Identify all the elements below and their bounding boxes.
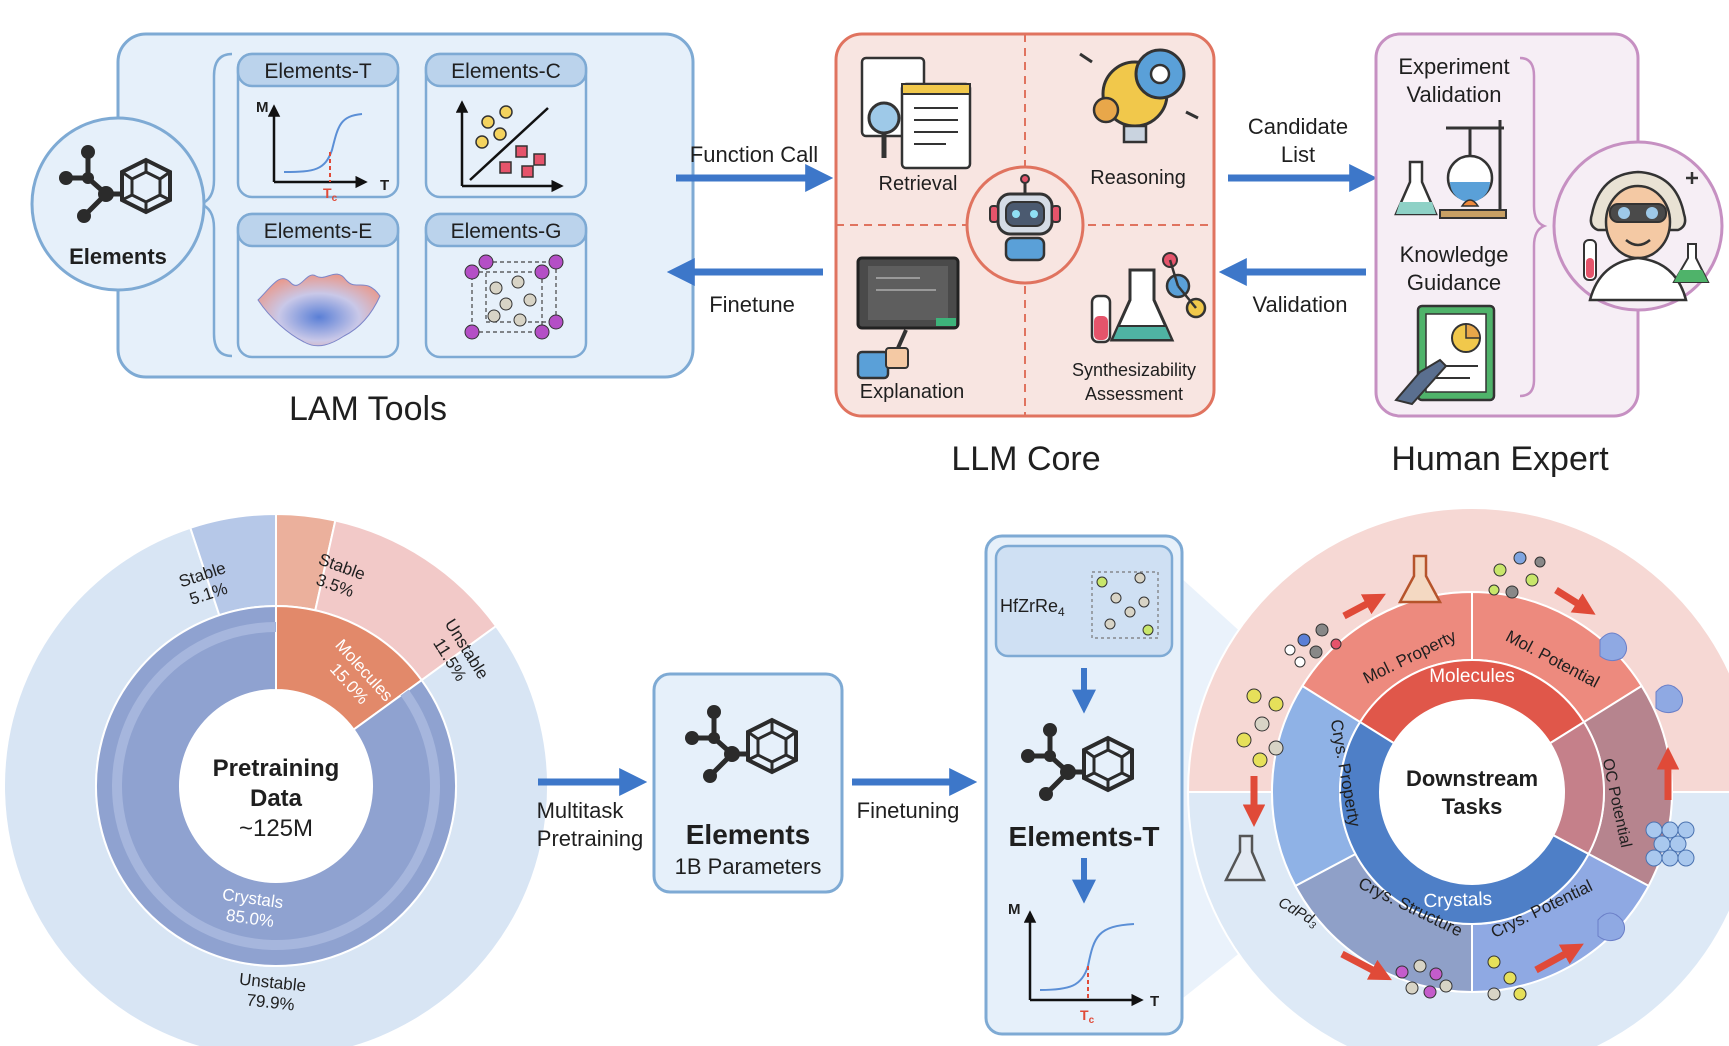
candidate-list-label-line1: Candidate bbox=[1248, 114, 1348, 139]
donut-center-hole bbox=[180, 690, 372, 882]
red-arrow bbox=[1554, 587, 1596, 615]
explanation-icon bbox=[856, 256, 960, 380]
donut-label-crystals: Crystals 85.0% bbox=[221, 885, 284, 931]
elements-hub: Elements bbox=[30, 116, 206, 292]
pretraining-donut bbox=[3, 512, 549, 1046]
reasoning-label: Reasoning bbox=[1090, 167, 1186, 189]
finetuned-model-name: Elements-T bbox=[1009, 821, 1160, 852]
downstream-center bbox=[1380, 700, 1564, 884]
lab-equipment-icon bbox=[1394, 120, 1507, 219]
tool-card-elements-c: Elements-C bbox=[424, 52, 588, 199]
downstream-wheel bbox=[1186, 507, 1729, 1046]
validation-label: Validation bbox=[1253, 292, 1348, 317]
plot-tc-label: Tc bbox=[323, 185, 338, 204]
synthesizability-icon bbox=[1090, 252, 1207, 344]
function-call-label: Function Call bbox=[690, 142, 818, 167]
lam-tools-caption: LAM Tools bbox=[289, 390, 447, 428]
crystal-magenta-icon bbox=[1395, 959, 1453, 999]
downstream-center-line2: Tasks bbox=[1442, 794, 1503, 819]
explanation-label: Explanation bbox=[860, 381, 965, 403]
ft-plot-y-label: M bbox=[1008, 901, 1021, 918]
tool-card-elements-t: Elements-T M T Tc bbox=[236, 52, 400, 204]
reasoning-icon bbox=[1079, 48, 1199, 144]
tool-name: Elements-C bbox=[451, 60, 561, 83]
crystal-atoms bbox=[464, 254, 564, 340]
llm-core-caption: LLM Core bbox=[951, 440, 1100, 478]
donut-center-line1: Pretraining bbox=[213, 755, 340, 782]
crystal-yellow-cell-icon bbox=[1487, 955, 1527, 1001]
molecule-green-icon bbox=[1488, 551, 1546, 599]
model-params: 1B Parameters bbox=[675, 854, 822, 879]
potential-surface-icon bbox=[1597, 912, 1626, 942]
experiment-validation-label-line2: Validation bbox=[1407, 82, 1502, 107]
pretraining-label-line1: Multitask bbox=[537, 798, 625, 823]
wheel-icons bbox=[1223, 551, 1695, 1001]
knowledge-guidance-label-line2: Guidance bbox=[1407, 270, 1501, 295]
elements-model-box: Elements 1B Parameters bbox=[652, 672, 844, 894]
robot-icon bbox=[965, 165, 1085, 285]
downstream-center-line1: Downstream bbox=[1406, 766, 1538, 791]
model-name: Elements bbox=[686, 819, 811, 850]
human-expert-caption: Human Expert bbox=[1391, 440, 1609, 478]
elements-t-box: HfZrRe4 Elements-T M T Tc bbox=[984, 534, 1184, 1036]
pretraining-label-line2: Pretraining bbox=[537, 826, 643, 851]
ft-plot-tc-label: Tc bbox=[1080, 1007, 1095, 1026]
tool-card-elements-g: Elements-G bbox=[424, 212, 588, 359]
experiment-validation-label-line1: Experiment bbox=[1398, 54, 1509, 79]
elements-hub-label: Elements bbox=[69, 244, 167, 269]
tool-name: Elements-G bbox=[451, 220, 562, 243]
finetuning-label: Finetuning bbox=[857, 798, 960, 823]
flask-icon bbox=[1397, 554, 1443, 604]
potential-surface-icon bbox=[1655, 684, 1684, 714]
donut-center-line3: ~125M bbox=[239, 815, 313, 842]
label-crystals: Crystals bbox=[1423, 889, 1492, 912]
scientist-avatar bbox=[1552, 140, 1724, 312]
crystal-yellow-icon bbox=[1236, 688, 1284, 768]
tool-card-elements-e: Elements-E bbox=[236, 212, 400, 359]
guidance-chart-icon bbox=[1394, 304, 1496, 406]
beaker-icon bbox=[1223, 834, 1266, 882]
red-arrow bbox=[1340, 950, 1392, 981]
surface-cluster-icon bbox=[1645, 821, 1695, 867]
svg-text:79.9%: 79.9% bbox=[246, 990, 296, 1014]
red-arrow bbox=[1534, 943, 1584, 974]
knowledge-guidance-label-line1: Knowledge bbox=[1400, 242, 1509, 267]
finetune-label: Finetune bbox=[709, 292, 795, 317]
molecule-ball-stick-icon bbox=[1284, 623, 1342, 668]
potential-surface-icon bbox=[1599, 632, 1628, 662]
ft-plot-x-label: T bbox=[1150, 993, 1159, 1010]
energy-surface bbox=[257, 273, 381, 347]
candidate-list-label-line2: List bbox=[1281, 142, 1315, 167]
synthesizability-label-line1: Synthesizability bbox=[1072, 360, 1196, 380]
retrieval-icon bbox=[860, 56, 972, 170]
tool-name: Elements-T bbox=[264, 60, 372, 83]
retrieval-label: Retrieval bbox=[879, 173, 958, 195]
plot-x-label: T bbox=[380, 177, 389, 194]
label-molecules: Molecules bbox=[1429, 666, 1515, 687]
donut-center-line2: Data bbox=[250, 785, 303, 812]
input-formula: HfZrRe4 bbox=[1000, 596, 1065, 619]
synthesizability-label-line2: Assessment bbox=[1085, 384, 1183, 404]
red-arrow bbox=[1342, 593, 1386, 620]
plot-y-label: M bbox=[256, 99, 269, 116]
tool-name: Elements-E bbox=[264, 220, 373, 243]
